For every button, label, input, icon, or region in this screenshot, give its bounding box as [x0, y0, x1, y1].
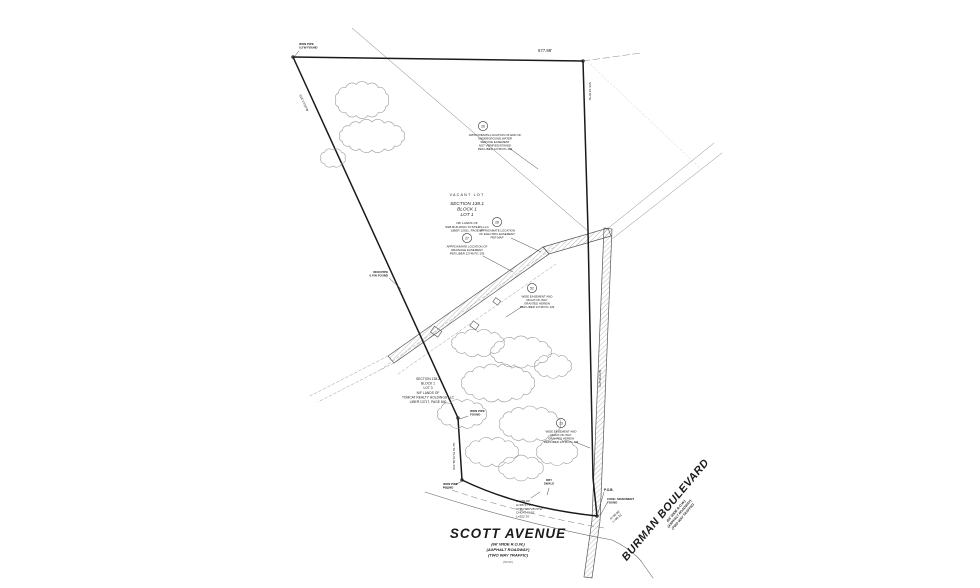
tree-cloud — [499, 405, 561, 443]
leader-c52 — [505, 305, 524, 318]
tree-cloud — [536, 438, 578, 466]
tree-cloud — [339, 119, 405, 153]
tree-cloud — [451, 329, 505, 357]
annotations: 677.88' S05°18'40"W S24°17'30"W S01°50'1… — [298, 42, 712, 564]
leader-c28 — [510, 237, 542, 253]
bearing-east: S05°18'40"W — [588, 82, 592, 100]
lot1-status: VACANT LOT — [450, 193, 485, 197]
scott-avenue-traffic: (TWO WAY TRAFFIC) — [488, 553, 529, 558]
leader-pipe-sw1 — [459, 415, 469, 420]
leader-curve-data — [530, 491, 541, 499]
scott-avenue-surface: (ASPHALT ROADWAY) — [487, 547, 531, 552]
bearing-sw: S01°50'10"W 81.75' — [452, 442, 456, 470]
burman-corner-curve — [611, 539, 654, 579]
tree-outlines — [320, 81, 578, 482]
callout-27-number: 27 — [465, 237, 469, 241]
curve-data-corner: R=50.00'L=80.21' — [609, 509, 624, 523]
tree-cloud — [498, 454, 544, 482]
easement-strip-east — [583, 227, 613, 579]
road-corridor-ne-1 — [605, 142, 715, 231]
corner-monument — [456, 416, 460, 420]
tree-cloud — [465, 437, 519, 467]
tree-cloud — [320, 148, 346, 168]
leader-pipe-sw2 — [454, 480, 463, 486]
scott-road-edge-south — [424, 491, 613, 541]
linework — [291, 27, 723, 579]
corner-monument — [595, 514, 599, 518]
parcel-boundary-east — [582, 60, 598, 517]
road-corridor-ne-2 — [611, 152, 723, 240]
scott-road-centerline — [442, 486, 605, 529]
easement-guide-sw — [309, 355, 389, 397]
tree-cloud — [490, 335, 552, 369]
leader-pob — [597, 491, 605, 514]
tree-cloud — [534, 353, 572, 379]
callout-27-bubble — [462, 233, 472, 243]
top-line-extension — [582, 52, 642, 62]
scott-avenue-title: SCOTT AVENUE — [450, 526, 566, 541]
bearing-burman: N03°36'40"E — [598, 370, 602, 388]
callout-28-bubble — [492, 217, 502, 227]
easement-guide-sw2 — [317, 362, 395, 403]
easement-guide-2 — [397, 263, 557, 375]
corner-monument — [460, 478, 464, 482]
tree-cloud — [335, 81, 389, 119]
pob-label: P.O.B. — [604, 488, 614, 492]
easement-guide-1 — [379, 242, 561, 371]
callout-28-number: 28 — [495, 221, 499, 225]
easement-strip-bend — [542, 227, 612, 255]
callout-13-bubble — [556, 418, 566, 428]
scott-avenue-row: (66' WIDE R.O.W.) — [491, 542, 525, 547]
bearing-west: S24°17'30"W — [298, 94, 309, 112]
leader-c27 — [482, 255, 514, 273]
tree-cloud — [437, 399, 487, 429]
burman-boulevard-label-group: BURMAN BOULEVARD (66' WIDE R.O.W.)(ASPHA… — [620, 457, 712, 563]
structure — [429, 325, 443, 338]
dimension-top: 677.88' — [538, 48, 552, 53]
treeline-ne — [589, 63, 701, 169]
parcel-boundary-south-curve — [461, 479, 598, 517]
burman-boulevard-title: BURMAN BOULEVARD — [620, 457, 712, 563]
leader-c13 — [574, 441, 591, 449]
corner-monument — [581, 59, 585, 63]
leader-swale — [546, 487, 550, 496]
parcel-boundary-west — [292, 56, 463, 481]
parcel-boundary-north — [292, 56, 584, 62]
leader-pipe-nw — [293, 50, 300, 58]
scott-avenue-dim: (50.00') — [503, 560, 513, 564]
adjoiner-line — [351, 27, 589, 232]
structure — [492, 297, 502, 306]
callout-13-number: 13 — [559, 422, 563, 426]
tree-cloud — [461, 363, 535, 403]
callout-26-bubble — [478, 121, 488, 131]
leader-pipe-w — [388, 277, 402, 290]
leader-c26 — [508, 147, 539, 170]
leader-monument — [599, 502, 608, 517]
structure — [469, 320, 480, 331]
callout-52-bubble — [527, 283, 537, 293]
callout-26-number: 26 — [481, 125, 485, 129]
callout-52-number: 52 — [530, 287, 534, 291]
